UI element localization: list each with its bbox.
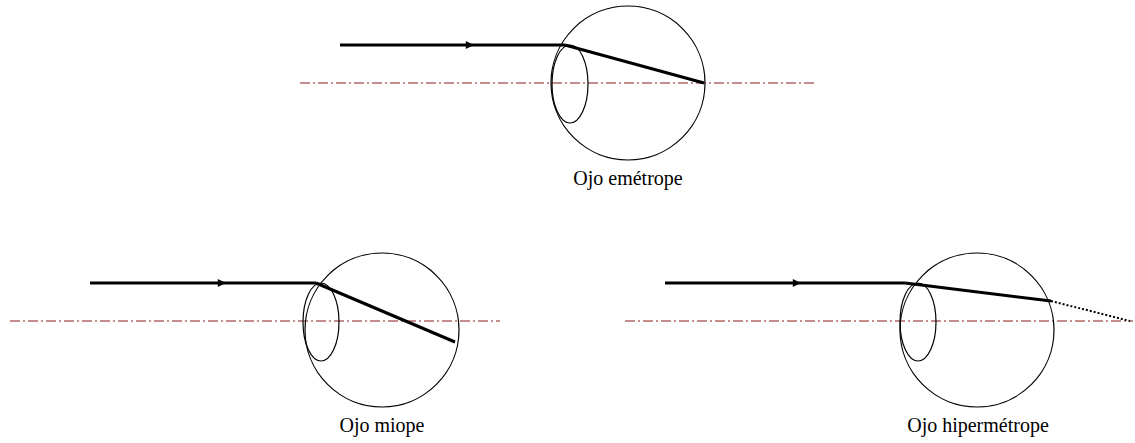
eye-caption: Ojo miope	[340, 413, 425, 437]
myopic-eye	[10, 253, 500, 407]
lens	[303, 283, 339, 361]
eyeball	[305, 253, 459, 407]
hyperopic-eye	[625, 253, 1133, 407]
eyeball	[900, 253, 1054, 407]
light-ray	[225, 282, 316, 285]
light-ray	[800, 282, 905, 285]
light-ray-arrow	[90, 282, 225, 285]
light-ray-arrow	[340, 44, 473, 47]
optical-axis	[300, 83, 815, 84]
eyeball	[551, 6, 705, 160]
light-ray-arrow	[665, 282, 800, 285]
refracted-ray	[565, 45, 704, 83]
optical-axis	[10, 321, 500, 322]
optical-axis	[625, 321, 1133, 322]
lens	[552, 45, 588, 123]
lens	[900, 283, 936, 361]
eye-caption: Ojo hipermétrope	[907, 413, 1049, 437]
ray-extension	[1051, 301, 1130, 321]
light-ray	[473, 44, 565, 47]
refracted-ray	[905, 283, 1051, 301]
refracted-ray	[316, 283, 455, 342]
emmetropic-eye	[300, 6, 815, 160]
eye-caption: Ojo emétrope	[573, 166, 682, 190]
